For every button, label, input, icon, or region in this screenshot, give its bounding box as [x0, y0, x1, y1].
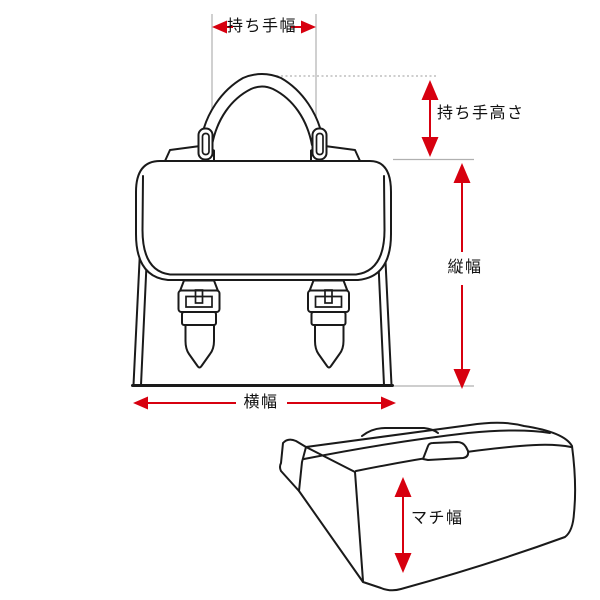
- label-body-width: 横幅: [243, 394, 279, 411]
- flap-hem-stitch: [141, 175, 386, 276]
- bag-bottom-view: [279, 421, 577, 592]
- arrowhead-left-icon: [133, 396, 148, 410]
- bottom-view-handle-tab: [422, 441, 470, 461]
- label-body-height: 縦幅: [447, 259, 483, 276]
- gusset-left-edge: [354, 471, 364, 582]
- buckle-right: [307, 279, 350, 369]
- label-gusset-width: マチ幅: [411, 510, 464, 527]
- handle-loop-left-inner: [201, 132, 210, 156]
- dim-arrow-handle-width: [212, 20, 316, 34]
- handle-loop-right-inner: [315, 132, 324, 156]
- arrowhead-left-icon: [212, 20, 227, 34]
- buckle-left-keeper: [181, 311, 217, 326]
- label-handle-height: 持ち手高さ: [437, 105, 525, 122]
- left-gusset-outer: [132, 250, 141, 386]
- buckle-right-keeper: [310, 311, 347, 326]
- arrowhead-up-icon: [453, 163, 471, 183]
- buckle-left-strap: [184, 324, 215, 369]
- dim-arrow-body-height: [453, 163, 471, 389]
- arrowhead-down-icon: [394, 553, 412, 573]
- handle: [200, 73, 324, 146]
- flap-edge-curve: [361, 427, 439, 437]
- back-edge-left: [298, 446, 307, 492]
- buckle-left: [177, 279, 221, 369]
- arrowhead-right-icon: [381, 396, 396, 410]
- buckle-left-frame: [177, 289, 221, 313]
- dimension-arrows: [133, 20, 471, 573]
- arrowhead-up-icon: [421, 80, 439, 100]
- arrowhead-down-icon: [421, 137, 439, 157]
- arrowhead-right-icon: [301, 20, 316, 34]
- arrowhead-down-icon: [453, 369, 471, 389]
- dim-arrow-body-width: [133, 396, 396, 410]
- buckle-right-strap: [314, 324, 345, 369]
- bag-front-view: [131, 73, 394, 387]
- label-handle-width: 持ち手幅: [226, 18, 298, 35]
- buckle-right-prong: [324, 289, 333, 304]
- buckle-right-frame: [307, 289, 350, 313]
- bottom-view-silhouette: [279, 421, 577, 592]
- front-panel-edge: [303, 429, 551, 460]
- flap: [135, 160, 392, 281]
- left-gusset-inner: [140, 253, 148, 386]
- right-gusset-inner: [377, 253, 385, 386]
- dim-arrow-handle-height: [421, 80, 439, 157]
- gusset-top-edge: [355, 443, 572, 472]
- dim-arrow-gusset-width: [394, 477, 412, 573]
- buckle-left-prong: [194, 289, 204, 304]
- arrowhead-up-icon: [394, 477, 412, 497]
- right-gusset-outer: [384, 250, 393, 386]
- side-panel-top-edge: [305, 446, 356, 473]
